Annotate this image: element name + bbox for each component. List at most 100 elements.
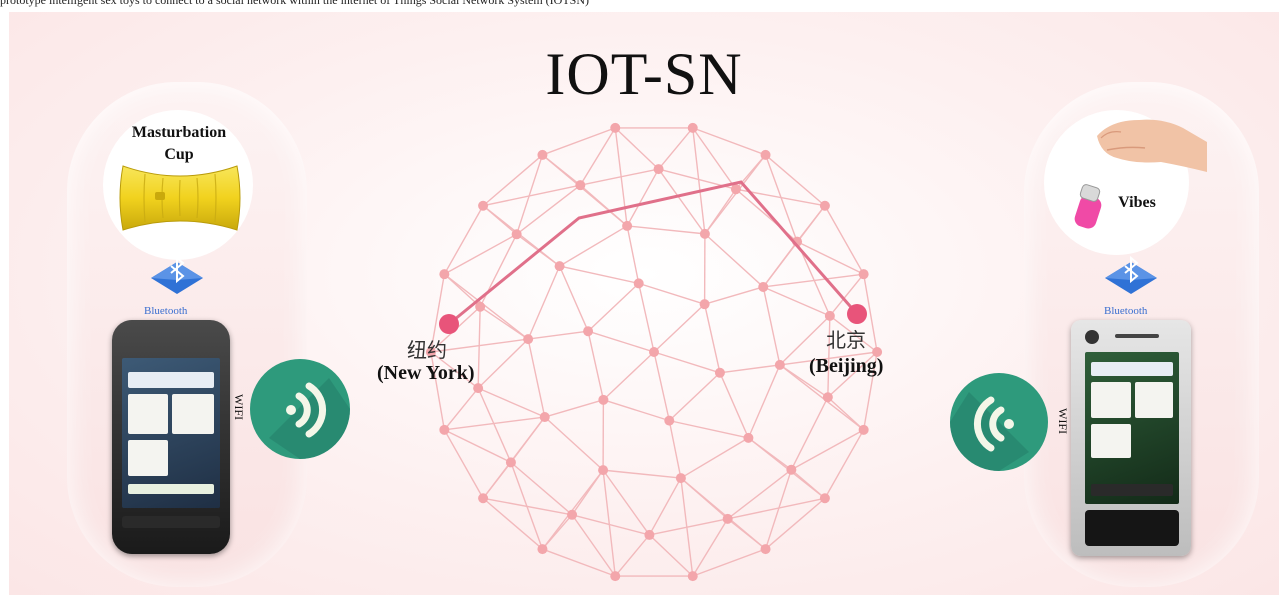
network-edge [653, 351, 670, 421]
new-york-en-label: (New York) [377, 362, 475, 384]
network-node [824, 310, 835, 321]
network-edge [444, 416, 545, 431]
network-edge [482, 416, 546, 499]
network-edge [790, 396, 829, 471]
network-edge [587, 282, 640, 332]
network-edge [443, 205, 484, 275]
network-sphere [425, 122, 883, 582]
network-edge [430, 338, 529, 353]
network-edge [559, 265, 639, 285]
network-edge [477, 338, 529, 389]
network-edge [510, 461, 573, 516]
network-edge [477, 387, 512, 463]
bluetooth-icon [1105, 255, 1157, 294]
network-edge [626, 168, 660, 227]
right-bluetooth-label: Bluetooth [1104, 305, 1148, 317]
network-edge [638, 283, 655, 353]
wifi-icon [250, 359, 350, 459]
network-edge [477, 387, 546, 418]
left-bluetooth-label: Bluetooth [144, 305, 188, 317]
network-node [583, 326, 594, 337]
left-smartphone-icon [112, 320, 230, 554]
network-edge [862, 351, 878, 430]
network-edge [614, 127, 628, 227]
wifi-icon [950, 373, 1048, 471]
network-edge [796, 240, 864, 275]
network-node [554, 261, 565, 272]
network-node [622, 220, 633, 231]
network-edge [692, 127, 737, 190]
network-edge [541, 469, 604, 550]
masturbation-cup-icon [119, 165, 241, 231]
network-edge [704, 286, 764, 305]
network-edge [430, 351, 479, 389]
network-edge [692, 548, 766, 577]
network-edge [764, 469, 793, 550]
network-edge [542, 154, 628, 227]
network-edge [528, 330, 589, 340]
network-edge [779, 351, 878, 366]
network-node [475, 301, 486, 312]
network-edge [692, 518, 729, 577]
network-node [722, 513, 733, 524]
network-edge [580, 168, 659, 186]
network-edge [765, 154, 826, 207]
network-edge [704, 233, 764, 288]
network-edge [444, 233, 517, 275]
network-node [539, 412, 550, 423]
network-edge [762, 205, 826, 288]
network-edge [648, 477, 682, 536]
network-node [730, 184, 741, 195]
network-edge [544, 416, 604, 471]
right-wifi-label: WIFI [1056, 408, 1070, 434]
network-edge [542, 548, 616, 577]
network-edge [747, 364, 781, 439]
network-node [598, 465, 609, 476]
network-edge [602, 470, 616, 577]
vibe-toy-icon [1074, 184, 1102, 229]
network-node [714, 367, 725, 378]
network-edge [627, 225, 705, 235]
network-node [699, 228, 710, 239]
network-edge [482, 154, 543, 207]
network-node [687, 571, 698, 582]
network-node [760, 149, 771, 160]
network-node [439, 424, 450, 435]
hand-icon [1097, 119, 1207, 172]
network-node [664, 415, 675, 426]
network-node [758, 281, 769, 292]
network-edge [603, 469, 681, 479]
network-node [610, 122, 621, 133]
network-node [425, 347, 436, 357]
network-edge [649, 518, 728, 536]
network-edge [579, 127, 616, 186]
network-node [478, 493, 489, 504]
bluetooth-icon [151, 255, 203, 294]
network-node [598, 394, 609, 405]
network-node [610, 571, 621, 582]
left-wifi-label: WIFI [232, 394, 246, 420]
network-node [822, 392, 833, 403]
network-edge [862, 274, 878, 353]
network-edge [829, 273, 865, 317]
network-edge [558, 265, 589, 332]
network-node [675, 473, 686, 484]
right-device-label: Vibes [1118, 194, 1156, 211]
network-edge [680, 477, 694, 577]
left-device-label: Masturbation Cup [131, 124, 227, 163]
network-node [537, 544, 548, 555]
network-edge [668, 420, 682, 479]
new-york-cn-label: 纽约 [407, 338, 447, 362]
network-node [743, 432, 754, 443]
network-edge [824, 429, 865, 499]
network-edge [587, 331, 605, 400]
network-edge [704, 154, 767, 235]
network-edge [727, 497, 826, 520]
network-edge [719, 364, 780, 374]
network-edge [680, 437, 749, 479]
beijing-en-label: (Beijing) [809, 355, 884, 377]
network-node [649, 347, 659, 357]
network-edge [443, 273, 529, 340]
network-edge [482, 184, 581, 207]
network-node [511, 229, 522, 240]
